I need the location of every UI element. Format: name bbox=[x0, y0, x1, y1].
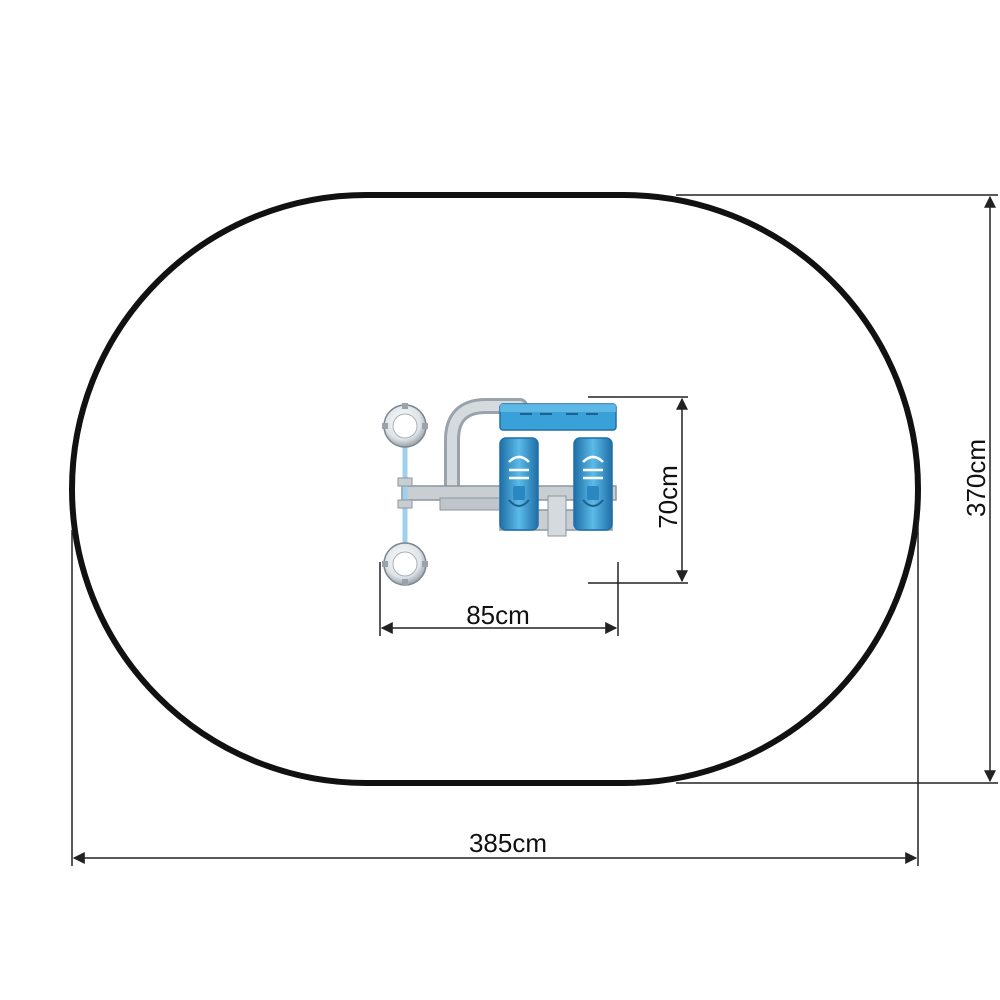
equipment-width-label: 85cm bbox=[466, 600, 530, 630]
safety-zone-outline bbox=[69, 192, 921, 786]
total-depth-label: 370cm bbox=[961, 439, 991, 517]
backrest-bar bbox=[499, 403, 617, 431]
playground-equipment bbox=[382, 398, 617, 586]
equipment-depth-dimension: 70cm bbox=[588, 396, 688, 584]
equipment-width-dimension: 85cm bbox=[379, 562, 619, 636]
total-width-dimension: 385cm bbox=[71, 520, 919, 866]
round-handle-icon bbox=[382, 542, 428, 586]
equipment-depth-label: 70cm bbox=[653, 465, 683, 529]
total-depth-dimension: 370cm bbox=[676, 194, 998, 784]
bucket-seat-icon bbox=[499, 437, 539, 531]
round-handle-icon bbox=[382, 403, 428, 448]
total-width-label: 385cm bbox=[469, 828, 547, 858]
bucket-seat-icon bbox=[573, 437, 613, 531]
